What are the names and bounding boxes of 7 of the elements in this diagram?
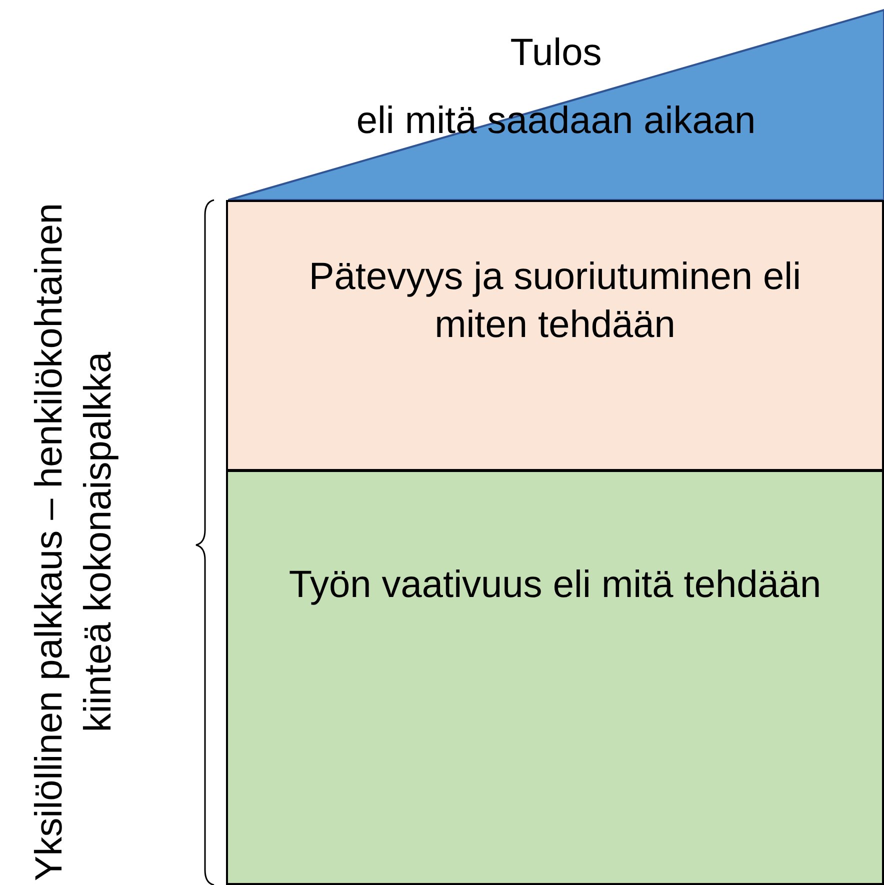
layer-text: eli mitä saadaan aikaan — [355, 99, 757, 144]
layer-box — [226, 470, 884, 885]
layer-text: Työn vaativuus eli mitä tehdään — [288, 563, 822, 608]
layer-box — [226, 200, 884, 471]
layer-text: Pätevyys ja suoriutuminen eli miten tehdään — [308, 255, 802, 348]
vertical-label: Yksilöllinen palkkaus – henkilökohtainen kiinteä kokonaispalkka — [27, 202, 120, 884]
layer-heading: Tulos — [509, 31, 603, 76]
